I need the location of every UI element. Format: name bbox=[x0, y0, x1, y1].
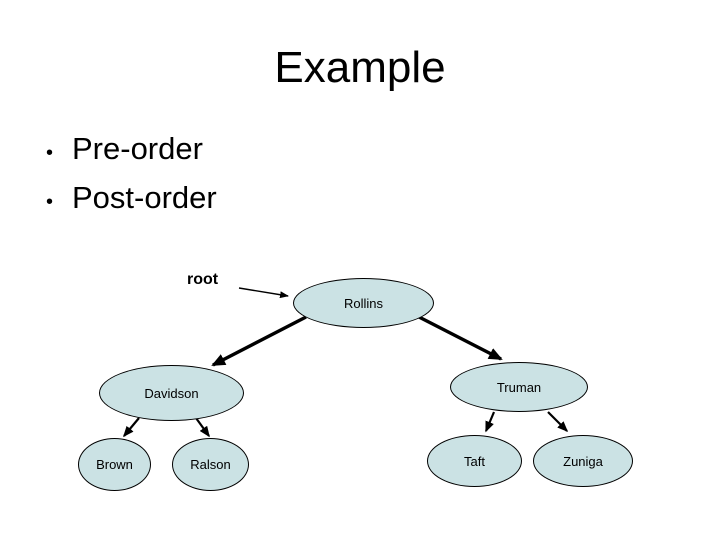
edge-davidson-brown-arrow bbox=[123, 417, 140, 438]
tree-node-label: Zuniga bbox=[563, 453, 603, 469]
tree-node-label: Ralson bbox=[190, 457, 231, 472]
tree-node-brown: Brown bbox=[78, 438, 151, 491]
tree-node-zuniga: Zuniga bbox=[533, 435, 633, 487]
tree-node-rollins: Rollins bbox=[293, 278, 434, 328]
root-pointer-label: root bbox=[187, 271, 219, 288]
tree-node-davidson: Davidson bbox=[99, 365, 244, 421]
bullet-item: • Post-order bbox=[46, 179, 217, 221]
tree-node-truman: Truman bbox=[450, 362, 588, 412]
slide-title: Example bbox=[274, 43, 446, 92]
tree-node-label: Taft bbox=[464, 453, 485, 469]
tree-node-taft: Taft bbox=[427, 435, 522, 487]
tree-node-label: Brown bbox=[96, 457, 133, 472]
bullet-list: • Pre-order • Post-order bbox=[46, 130, 217, 228]
edge-truman-zuniga-arrow bbox=[547, 411, 569, 433]
bullet-label: Pre-order bbox=[72, 131, 203, 166]
bullet-label: Post-order bbox=[72, 180, 217, 215]
tree-node-label: Davidson bbox=[144, 385, 199, 401]
tree-node-ralson: Ralson bbox=[172, 438, 249, 491]
edge-rollins-davidson-arrow bbox=[211, 315, 307, 367]
edge-davidson-ralson-arrow bbox=[195, 417, 210, 438]
bullet-icon: • bbox=[46, 191, 54, 213]
bullet-icon: • bbox=[46, 142, 54, 164]
tree-node-label: Truman bbox=[496, 379, 542, 395]
edge-rootpointer-rollins-arrow bbox=[238, 287, 289, 299]
bullet-item: • Pre-order bbox=[46, 130, 217, 172]
edge-truman-taft-arrow bbox=[484, 411, 496, 433]
edge-rollins-truman-arrow bbox=[418, 315, 503, 361]
tree-node-label: Rollins bbox=[343, 295, 383, 311]
